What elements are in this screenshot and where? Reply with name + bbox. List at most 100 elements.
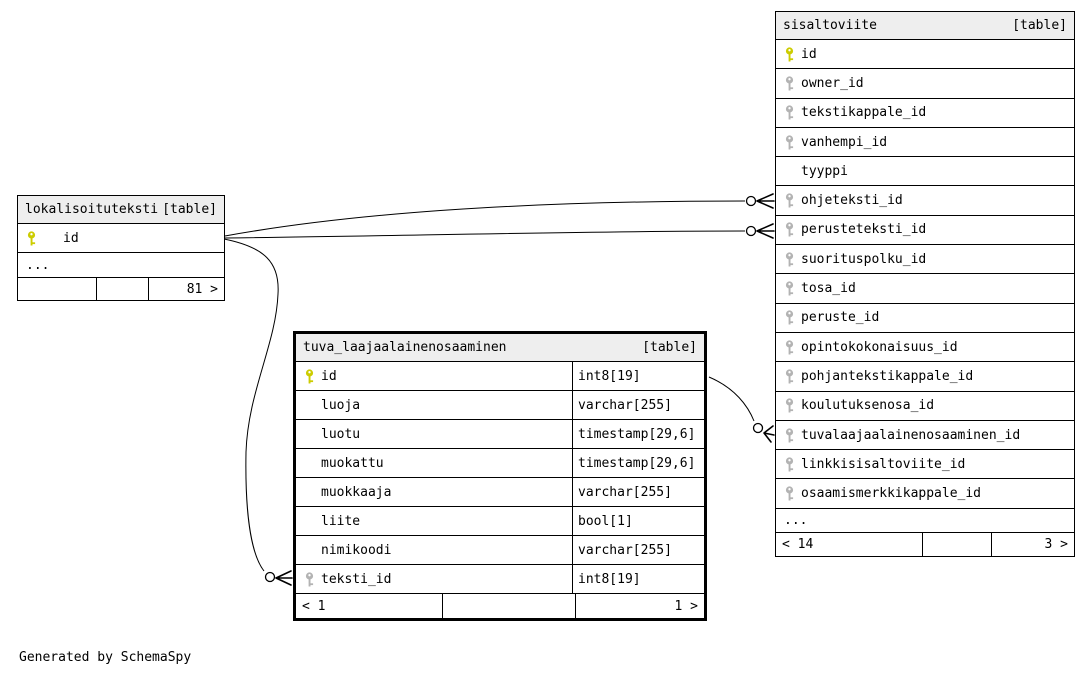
column-name: ohjeteksti_id	[801, 193, 903, 209]
table-header[interactable]: sisaltoviite [table]	[776, 12, 1074, 40]
cardinality-circle-icon	[745, 225, 757, 237]
relationship-line	[708, 376, 755, 422]
table-name: tuva_laajaalainenosaaminen	[303, 340, 507, 355]
column-type: timestamp[29,6]	[572, 449, 704, 477]
footer-middle-cell	[442, 594, 575, 618]
primary-key-icon	[304, 368, 315, 384]
foreign-key-icon	[784, 369, 795, 384]
crow-foot-icon	[763, 425, 775, 443]
crow-foot-icon	[756, 223, 775, 239]
column-row-pohjantekstikappale_id: pohjantekstikappale_id	[776, 362, 1074, 392]
relationship-lokalisoituteksti-to-sisaltoviite-perusteteksti	[224, 223, 775, 239]
column-name: linkkisisaltoviite_id	[801, 456, 966, 472]
foreign-key-icon	[784, 105, 795, 120]
column-row-muokattu: muokattu timestamp[29,6]	[296, 449, 704, 478]
column-name: luotu	[321, 426, 361, 442]
column-name: perusteteksti_id	[801, 222, 927, 238]
hidden-columns-ellipsis: ...	[776, 509, 1074, 533]
column-name: nimikoodi	[321, 542, 392, 558]
column-name: pohjantekstikappale_id	[801, 368, 974, 384]
foreign-key-icon	[784, 340, 795, 355]
column-name: muokattu	[321, 455, 384, 471]
column-row-nimikoodi: nimikoodi varchar[255]	[296, 536, 704, 565]
table-lokalisoituteksti[interactable]: lokalisoituteksti [table] id ... 81 >	[17, 195, 225, 301]
foreign-key-icon	[784, 193, 795, 208]
column-type: varchar[255]	[572, 536, 704, 564]
relationship-lokalisoituteksti-to-tuva-teksti-id	[223, 238, 293, 586]
column-type: int8[19]	[572, 565, 704, 593]
column-row-ohjeteksti_id: ohjeteksti_id	[776, 186, 1074, 216]
foreign-key-icon	[784, 457, 795, 472]
cardinality-circle-icon	[752, 422, 764, 434]
table-badge: [table]	[642, 340, 697, 355]
relationship-line	[224, 200, 746, 237]
column-name: owner_id	[801, 75, 864, 91]
no-key-icon	[784, 164, 795, 179]
column-name: id	[63, 230, 79, 246]
column-row-tyyppi: tyyppi	[776, 157, 1074, 187]
foreign-key-icon	[304, 571, 315, 587]
crow-foot-icon	[756, 193, 775, 209]
footer-left-count	[18, 278, 96, 300]
no-key-icon	[304, 485, 315, 500]
column-name: opintokokonaisuus_id	[801, 339, 958, 355]
footer-middle-cell	[96, 278, 148, 300]
column-row-tuvalaajaalainenosaaminen_id: tuvalaajaalainenosaaminen_id	[776, 421, 1074, 451]
column-row-vanhempi_id: vanhempi_id	[776, 128, 1074, 158]
column-row-id: id int8[19]	[296, 362, 704, 391]
generated-by-note: Generated by SchemaSpy	[19, 650, 192, 665]
column-name: tuvalaajaalainenosaaminen_id	[801, 427, 1021, 443]
footer-left-count: < 14	[782, 536, 814, 552]
column-name: suorituspolku_id	[801, 251, 927, 267]
foreign-key-icon	[784, 252, 795, 267]
column-row-opintokokonaisuus_id: opintokokonaisuus_id	[776, 333, 1074, 363]
relationship-tuva-id-to-sisaltoviite-tuvalaajaalainenosaaminen	[708, 376, 775, 443]
table-header[interactable]: tuva_laajaalainenosaaminen [table]	[296, 334, 704, 362]
table-badge: [table]	[162, 202, 217, 217]
cardinality-circle-icon	[745, 195, 757, 207]
table-badge: [table]	[1012, 18, 1067, 33]
no-key-icon	[304, 456, 315, 471]
column-row-owner_id: owner_id	[776, 69, 1074, 99]
column-row-id: id	[18, 224, 224, 253]
table-header[interactable]: lokalisoituteksti [table]	[18, 196, 224, 224]
foreign-key-icon	[784, 486, 795, 501]
column-name: id	[321, 368, 337, 384]
column-type: int8[19]	[572, 362, 704, 390]
column-name: id	[801, 46, 817, 62]
column-name: luoja	[321, 397, 361, 413]
crow-foot-icon	[275, 570, 293, 586]
relationship-line	[224, 230, 746, 239]
column-name: vanhempi_id	[801, 134, 888, 150]
relationship-line	[223, 238, 279, 572]
foreign-key-icon	[784, 134, 795, 150]
table-tuva-laajaalainenosaaminen[interactable]: tuva_laajaalainenosaaminen [table] id int…	[293, 331, 707, 621]
table-footer: 81 >	[18, 278, 224, 300]
column-row-osaamismerkkikappale_id: osaamismerkkikappale_id	[776, 479, 1074, 509]
column-row-tosa_id: tosa_id	[776, 274, 1074, 304]
column-type: bool[1]	[572, 507, 704, 535]
primary-key-icon	[26, 230, 37, 246]
column-name: peruste_id	[801, 310, 880, 326]
footer-right-count: 1 >	[575, 594, 704, 618]
footer-left-count: < 1	[302, 598, 326, 614]
foreign-key-icon	[784, 222, 795, 237]
no-key-icon	[304, 514, 315, 529]
column-name: koulutuksenosa_id	[801, 398, 935, 414]
column-row-perusteteksti_id: perusteteksti_id	[776, 216, 1074, 246]
column-row-luoja: luoja varchar[255]	[296, 391, 704, 420]
column-row-koulutuksenosa_id: koulutuksenosa_id	[776, 392, 1074, 421]
column-type: varchar[255]	[572, 478, 704, 506]
table-name: lokalisoituteksti	[25, 202, 159, 217]
column-type: varchar[255]	[572, 391, 704, 419]
column-rows: id	[18, 224, 224, 253]
table-footer: < 1 1 >	[296, 594, 704, 618]
table-footer: < 14 3 >	[776, 532, 1074, 556]
